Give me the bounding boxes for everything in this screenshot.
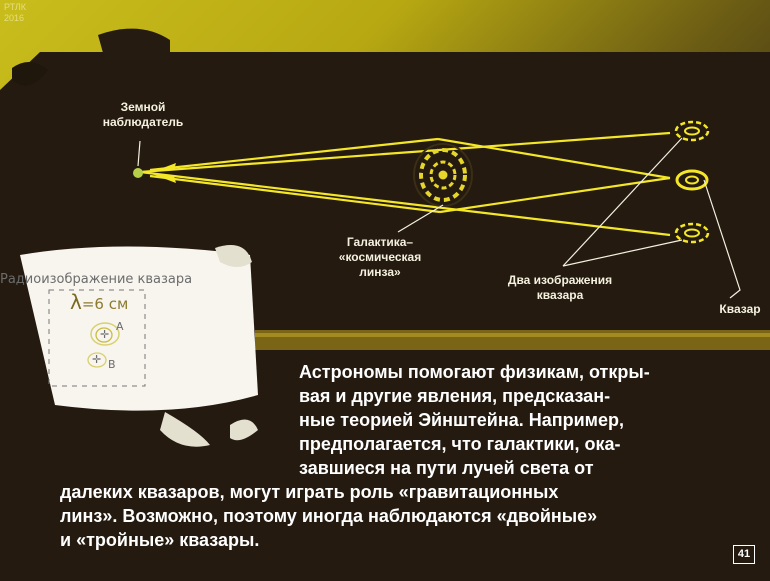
quasar-real <box>675 169 709 191</box>
paper-scroll <box>20 245 258 447</box>
galaxy-lens <box>413 143 473 207</box>
point-a-label: A <box>116 320 124 333</box>
text-line: вая и другие явления, предсказан- <box>299 386 611 406</box>
observer-dot <box>133 168 143 178</box>
quasar-image-lower <box>674 222 710 244</box>
galaxy-lens-label: Галактика– «космическая линза» <box>338 235 422 279</box>
point-b-marker: ✛ <box>92 353 102 366</box>
text-line: завшиеся на пути лучей света от <box>299 458 594 478</box>
radio-image-title: Радиоизображение квазара <box>0 272 193 287</box>
light-ray-upper <box>139 131 671 174</box>
point-a-marker: ✛ <box>100 328 110 341</box>
observer-label: Земной наблюдатель <box>102 100 184 129</box>
point-b-label: B <box>108 358 116 371</box>
quasar-image-upper <box>674 120 710 142</box>
text-line: Астрономы помогают физикам, откры- <box>299 362 650 382</box>
text-line: предполагается, что галактики, ока- <box>299 434 621 454</box>
two-images-label: Два изображения квазара <box>507 273 613 302</box>
wavelength-label: λ=6 см <box>70 290 129 314</box>
page-number: 41 <box>733 545 755 564</box>
lensing-diagram <box>133 120 741 299</box>
text-line: и «тройные» квазары. <box>60 530 260 550</box>
quasar-label: Квазар <box>719 302 761 316</box>
watermark: РТЛК 2016 <box>4 2 27 23</box>
light-ray-real-upper <box>437 137 671 180</box>
text-line: линз». Возможно, поэтому иногда наблюдаю… <box>60 506 598 526</box>
radio-image-plot <box>48 289 146 387</box>
text-line: далеких квазаров, могут играть роль «гра… <box>60 482 559 502</box>
light-ray-lower <box>139 170 671 237</box>
light-ray-real-lower <box>439 176 671 214</box>
text-line: ные теорией Эйнштейна. Например, <box>299 410 625 430</box>
